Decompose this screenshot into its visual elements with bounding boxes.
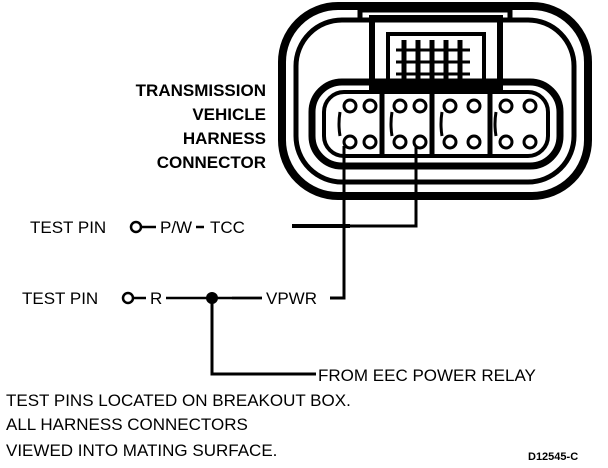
wire-to-relay xyxy=(210,298,316,376)
connector-latch xyxy=(357,7,513,20)
test-pin-2-circle xyxy=(121,291,135,305)
connector-graphic xyxy=(278,2,592,200)
test-pin-1-wire: P/W xyxy=(160,218,192,237)
test-pin-1-circle xyxy=(129,220,143,234)
title-line-3: HARNESS xyxy=(183,129,266,148)
connector-outer-shell xyxy=(278,2,592,200)
wires xyxy=(142,146,418,376)
test-pin-2-wire: R xyxy=(150,289,162,308)
splice-node xyxy=(206,292,218,304)
connector-pin-cavity xyxy=(322,90,550,158)
title-line-2: VEHICLE xyxy=(192,105,266,124)
title-line-4: CONNECTOR xyxy=(157,153,266,172)
test-pin-2-label: TEST PIN xyxy=(22,289,98,308)
test-pin-2-signal: VPWR xyxy=(266,289,317,308)
notes: TEST PINS LOCATED ON BREAKOUT BOX. ALL H… xyxy=(6,391,351,460)
source-label: FROM EEC POWER RELAY xyxy=(318,366,536,385)
test-pin-2: TEST PIN R VPWR xyxy=(22,289,317,308)
connector-latch-frame xyxy=(369,15,503,91)
wire-vpwr xyxy=(330,146,346,300)
test-pin-1: TEST PIN P/W TCC xyxy=(30,218,245,237)
note-line-3: VIEWED INTO MATING SURFACE. xyxy=(6,441,277,460)
note-line-1: TEST PINS LOCATED ON BREAKOUT BOX. xyxy=(6,391,351,410)
connector-title: TRANSMISSION VEHICLE HARNESS CONNECTOR xyxy=(136,81,266,172)
figure-id: D12545-C xyxy=(528,451,578,463)
title-line-1: TRANSMISSION xyxy=(136,81,266,100)
connector-mating-face xyxy=(308,78,564,170)
note-line-2: ALL HARNESS CONNECTORS xyxy=(6,415,248,434)
test-pin-1-label: TEST PIN xyxy=(30,218,106,237)
test-pin-1-signal: TCC xyxy=(210,218,245,237)
